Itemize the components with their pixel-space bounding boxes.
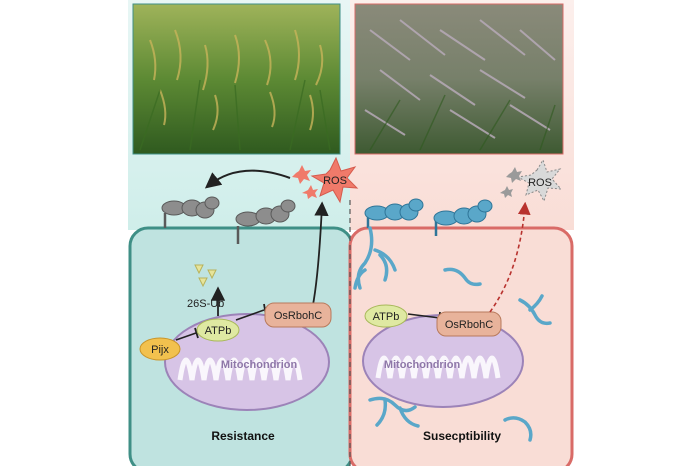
mitochondrion-right: Mitochondrion [362, 314, 524, 408]
ros-label-left: ROS [323, 175, 347, 187]
receptor-icon-right [364, 198, 493, 236]
rboh-to-ros-dashed-arrow [489, 201, 531, 313]
ros-label-right: ROS [528, 177, 552, 189]
fungal-hyphae-icon [353, 226, 552, 442]
mitochondrion-left: Mitochondrion [164, 313, 330, 411]
atpb-inhibit-rboh [235, 309, 265, 321]
svg-text:ATPb: ATPb [205, 325, 232, 337]
atpb-protein-right: ATPb [364, 304, 408, 328]
atpb-inhibit-rboh-right [407, 313, 441, 319]
receptor-icon [161, 196, 296, 244]
svg-text:ATPb: ATPb [373, 311, 400, 323]
rice-field-photo [132, 3, 341, 155]
organelle-label-right: Mitochondrion [384, 359, 461, 371]
diseased-rice-photo [354, 3, 564, 155]
ros-star-icon: ROS [292, 156, 359, 204]
resistance-label: Resistance [211, 429, 275, 443]
ros-grey-icon: ROS [500, 158, 563, 203]
susceptibility-label: Susecptibility [423, 429, 501, 443]
svg-text:OsRbohC: OsRbohC [274, 310, 322, 322]
atpb-protein-left: ATPb [196, 318, 240, 342]
ub-label: 26S-Ub [187, 298, 224, 310]
svg-text:OsRbohC: OsRbohC [445, 319, 493, 331]
pijx-inhibit-atpb [175, 332, 197, 341]
degradation-fragments-icon [194, 264, 217, 288]
rboh-protein-left: OsRbohC [264, 302, 332, 328]
rboh-protein-right: OsRbohC [436, 311, 502, 337]
ros-to-receptor-arrow [204, 169, 291, 189]
svg-text:Pijx: Pijx [151, 344, 169, 356]
pijx-protein: Pijx [139, 337, 181, 361]
organelle-label-left: Mitochondrion [221, 359, 298, 371]
